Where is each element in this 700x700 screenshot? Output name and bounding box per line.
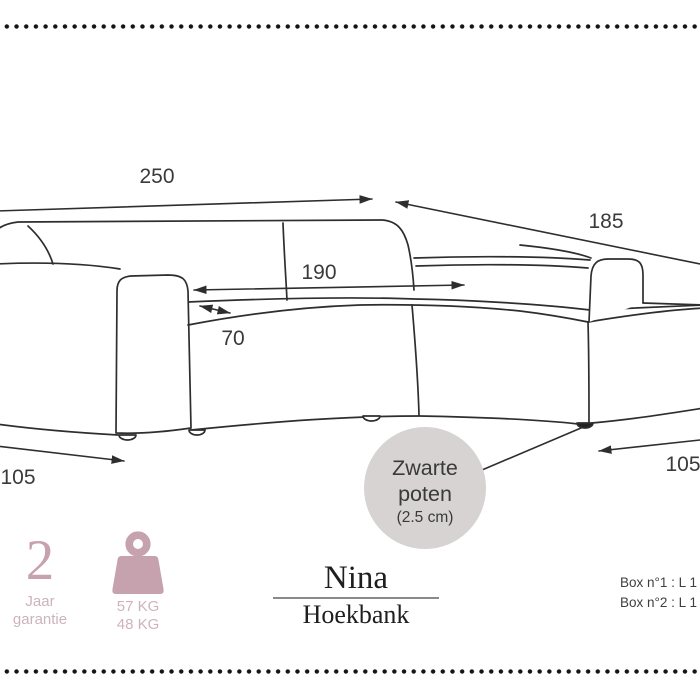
back-top-edge bbox=[0, 219, 415, 291]
seat-front-edge bbox=[187, 303, 589, 326]
legs-callout-circle bbox=[364, 427, 486, 549]
dim-190-label: 190 bbox=[301, 261, 336, 284]
chaise-right-seam bbox=[587, 321, 590, 424]
legs-callout: Zwarte poten (2.5 cm) bbox=[364, 427, 582, 549]
dim-105-right-label: 105 bbox=[665, 453, 700, 476]
right-armrest-outer-edge bbox=[642, 302, 700, 306]
dimension-lines bbox=[0, 195, 700, 464]
dotted-border-bottom bbox=[0, 668, 700, 675]
bottom-edge-right bbox=[591, 407, 700, 424]
weight-badge: 57 KG 48 KG bbox=[100, 529, 176, 632]
dim-70-line bbox=[199, 304, 231, 315]
leg-black bbox=[576, 422, 594, 429]
legs-callout-line1: Zwarte bbox=[392, 456, 458, 480]
right-back-cushion-edge bbox=[519, 244, 592, 259]
dotted-border-top bbox=[0, 23, 700, 30]
right-armrest bbox=[588, 258, 644, 323]
leg bbox=[188, 429, 206, 436]
box2-info: Box n°2 : L 1 bbox=[620, 595, 697, 610]
back-bottom-left bbox=[0, 262, 121, 270]
product-name: Nina bbox=[323, 560, 389, 596]
dim-250-label: 250 bbox=[139, 165, 174, 188]
title-divider bbox=[273, 597, 439, 599]
chaise-top-back-edge bbox=[587, 307, 700, 323]
dim-105-left-line bbox=[0, 445, 125, 464]
back-mid-seam bbox=[282, 222, 288, 301]
warranty-badge: 2 Jaar garantie bbox=[6, 529, 74, 628]
bottom-edge-middle bbox=[190, 415, 579, 431]
left-armrest bbox=[115, 274, 192, 435]
dim-105-left-label: 105 bbox=[0, 466, 35, 489]
sofa-drawing bbox=[0, 219, 700, 441]
dim-185-line bbox=[395, 200, 700, 265]
legs-callout-pointer bbox=[481, 427, 582, 471]
back-left-seam bbox=[27, 225, 54, 265]
bottom-edge-left bbox=[0, 423, 119, 436]
leg bbox=[362, 415, 381, 422]
deck-back-edge bbox=[187, 297, 591, 311]
dim-185-label: 185 bbox=[588, 210, 623, 233]
product-title-block: Nina Hoekbank bbox=[256, 561, 456, 629]
dim-250-line bbox=[0, 195, 373, 212]
warranty-label-line2: garantie bbox=[12, 611, 68, 628]
warranty-years: 2 bbox=[25, 529, 55, 592]
weight-value-line2: 48 KG bbox=[116, 616, 160, 633]
box1-info: Box n°1 : L 1 bbox=[620, 575, 697, 590]
dim-190-line bbox=[193, 280, 465, 295]
box-info: Box n°1 : L 1 Box n°2 : L 1 bbox=[620, 573, 700, 613]
legs-callout-line2: poten bbox=[398, 482, 452, 506]
right-back-seam bbox=[415, 263, 589, 269]
dim-105-right-line bbox=[598, 439, 700, 454]
leg bbox=[118, 434, 137, 441]
weight-value-line1: 57 KG bbox=[116, 598, 160, 615]
product-category: Hoekbank bbox=[302, 600, 410, 629]
dimension-labels: 250 185 190 70 105 105 bbox=[0, 165, 700, 489]
right-back-top bbox=[413, 255, 591, 261]
warranty-label-line1: Jaar bbox=[25, 593, 55, 610]
legs-callout-line3: (2.5 cm) bbox=[397, 509, 454, 526]
weight-icon bbox=[112, 531, 164, 594]
dim-70-label: 70 bbox=[221, 327, 244, 350]
chaise-left-seam bbox=[411, 304, 420, 416]
